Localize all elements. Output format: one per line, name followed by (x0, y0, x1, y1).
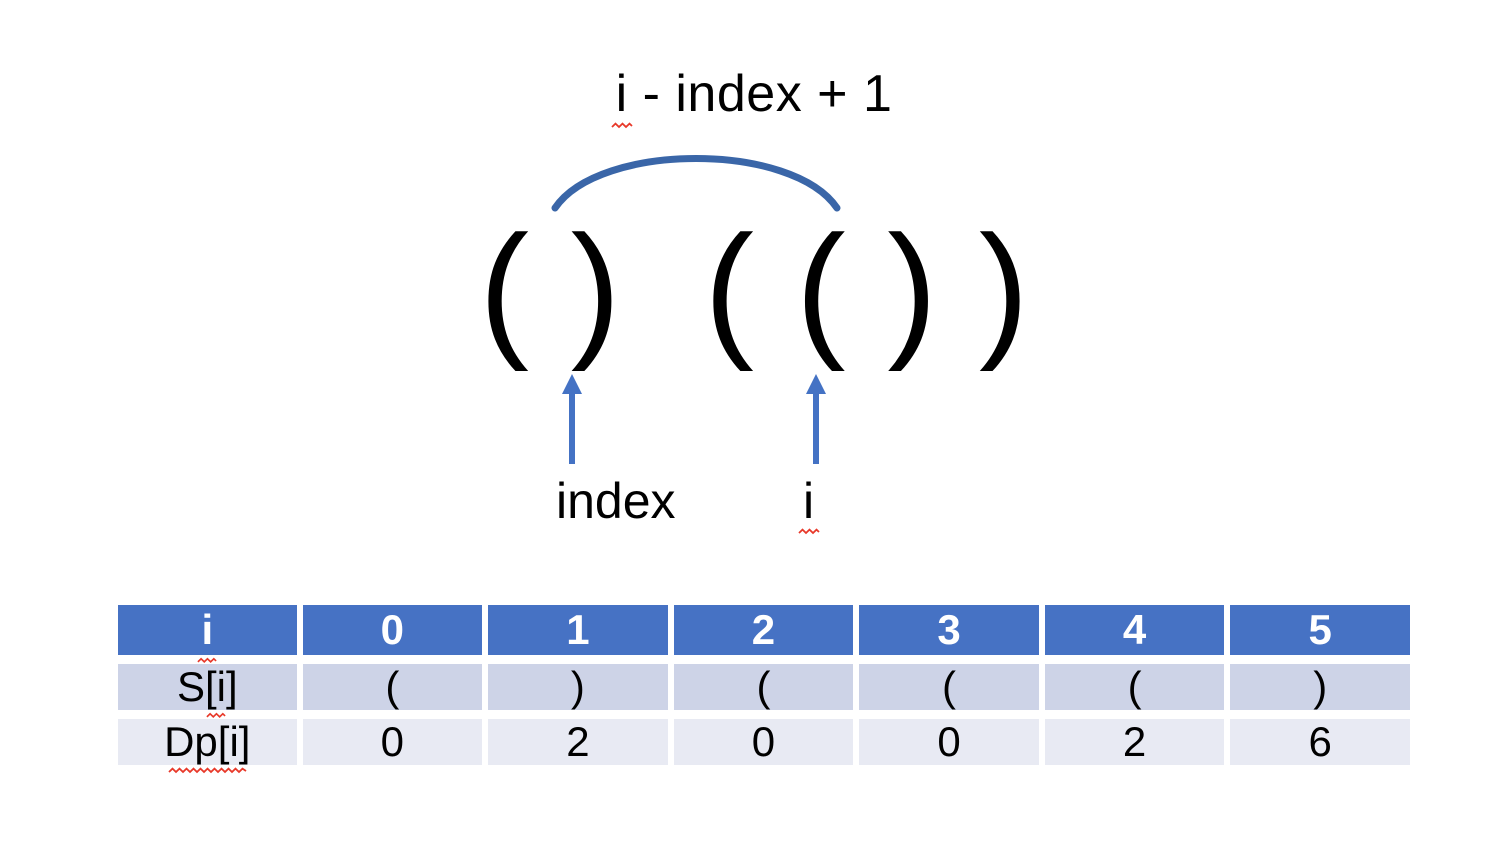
table-cell: 2 (488, 719, 668, 765)
index-pointer-label: index (556, 473, 676, 529)
table-row: S[i] ( ) ( ( ( ) (118, 663, 1410, 719)
table-cell: ) (1230, 664, 1410, 710)
table-header-cell: 4 (1044, 605, 1225, 655)
span-label-i-text: i (615, 65, 628, 123)
i-pointer-text: i (803, 473, 815, 529)
table-header-cell: 1 (488, 605, 668, 655)
row-label-dp-text: Dp[i] (164, 718, 251, 765)
row-label-s-token: S[i] (176, 663, 238, 719)
spellcheck-squiggle-icon (797, 528, 820, 535)
parenthesis-sequence: ( ) ( ( ) ) (479, 204, 1029, 372)
table-cell: ) (488, 664, 668, 710)
table-header-i-text: i (201, 606, 214, 653)
table-header-cell: 5 (1230, 605, 1410, 655)
table-row: Dp[i] 0 2 0 0 2 6 (118, 718, 1410, 774)
table-header-cell-index: i (118, 605, 297, 664)
span-arc-icon (551, 155, 841, 212)
table-cell: ( (302, 664, 483, 710)
table-cell: 0 (302, 719, 483, 765)
i-pointer-label: i (797, 473, 820, 535)
i-pointer-token: i (797, 473, 820, 535)
table-header-cell: 3 (859, 605, 1039, 655)
span-label-token-i: i (611, 65, 633, 129)
table-header-cell: 2 (673, 605, 854, 655)
dp-table: i 0 1 2 3 4 5 S[i] ( ) ( ( ( ) Dp[i] 0 2 (112, 596, 1416, 774)
row-label-s: S[i] (118, 663, 297, 719)
span-label-rest-text: - index + 1 (627, 65, 893, 123)
table-header-row: i 0 1 2 3 4 5 (118, 605, 1410, 664)
index-pointer-arrow-icon (562, 374, 582, 464)
table-cell: ( (859, 664, 1039, 710)
header-i-token: i (197, 605, 217, 664)
table-cell: 0 (859, 719, 1039, 765)
table-cell: 2 (1044, 719, 1225, 765)
span-length-label: i - index + 1 (0, 65, 1508, 129)
spellcheck-squiggle-icon (611, 122, 633, 129)
i-pointer-arrow-icon (806, 374, 826, 464)
spellcheck-squiggle-icon (168, 767, 248, 774)
table-cell: 0 (673, 719, 854, 765)
table-cell: 6 (1230, 719, 1410, 765)
row-label-dp-token: Dp[i] (164, 718, 251, 774)
table-cell: ( (1044, 664, 1225, 710)
row-label-dp: Dp[i] (118, 718, 297, 774)
table-cell: ( (673, 664, 854, 710)
table-header-cell: 0 (302, 605, 483, 655)
row-label-s-text: S[i] (176, 663, 238, 710)
